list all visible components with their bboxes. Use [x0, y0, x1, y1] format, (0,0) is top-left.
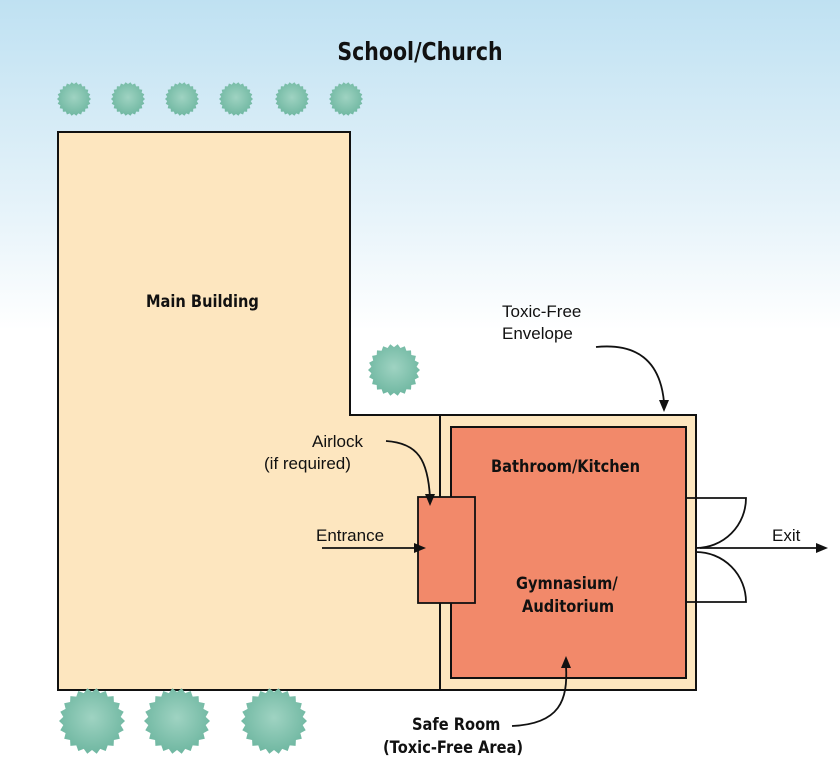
tree-icon — [165, 82, 199, 116]
gymnasium-label-line1: Gymnasium/ — [516, 574, 618, 594]
gymnasium-label-line2: Auditorium — [522, 597, 615, 617]
safe-room-arrow — [511, 665, 568, 727]
safe-room-arrowhead — [561, 656, 571, 668]
airlock-label-line1: Airlock — [312, 432, 364, 451]
safe-room-label-line2: (Toxic-Free Area) — [383, 738, 524, 758]
bathroom-kitchen-label: Bathroom/Kitchen — [491, 457, 641, 477]
main-building-shape — [57, 131, 441, 691]
envelope-arrowhead — [659, 400, 669, 412]
exit-door-bottom — [686, 551, 747, 603]
envelope-label-line2: Envelope — [502, 324, 573, 343]
tree-icon — [144, 688, 210, 754]
tree-icon — [111, 82, 145, 116]
entrance-label: Entrance — [316, 526, 385, 545]
airlock-shape — [417, 496, 476, 604]
safe-room-label-line1: Safe Room — [412, 715, 501, 735]
entrance-arrowhead — [414, 543, 426, 553]
tree-icon — [219, 82, 253, 116]
safe-room-shape — [450, 426, 687, 679]
tree-icon — [57, 82, 91, 116]
main-building-label: Main Building — [146, 292, 259, 312]
airlock-arrow — [385, 440, 431, 499]
tree-icon — [329, 82, 363, 116]
exit-door-top — [686, 497, 747, 549]
envelope-arrow — [595, 345, 665, 403]
tree-icon — [275, 82, 309, 116]
diagram-title: School/Church — [337, 37, 503, 66]
exit-label: Exit — [772, 526, 801, 545]
exit-arrowhead — [816, 543, 828, 553]
trees-group — [57, 82, 420, 754]
tree-icon — [59, 688, 125, 754]
airlock-arrowhead — [425, 494, 435, 506]
tree-icon — [368, 344, 420, 396]
airlock-label-line2: (if required) — [264, 454, 351, 473]
tree-icon — [241, 688, 307, 754]
envelope-label-line1: Toxic-Free — [502, 302, 582, 321]
